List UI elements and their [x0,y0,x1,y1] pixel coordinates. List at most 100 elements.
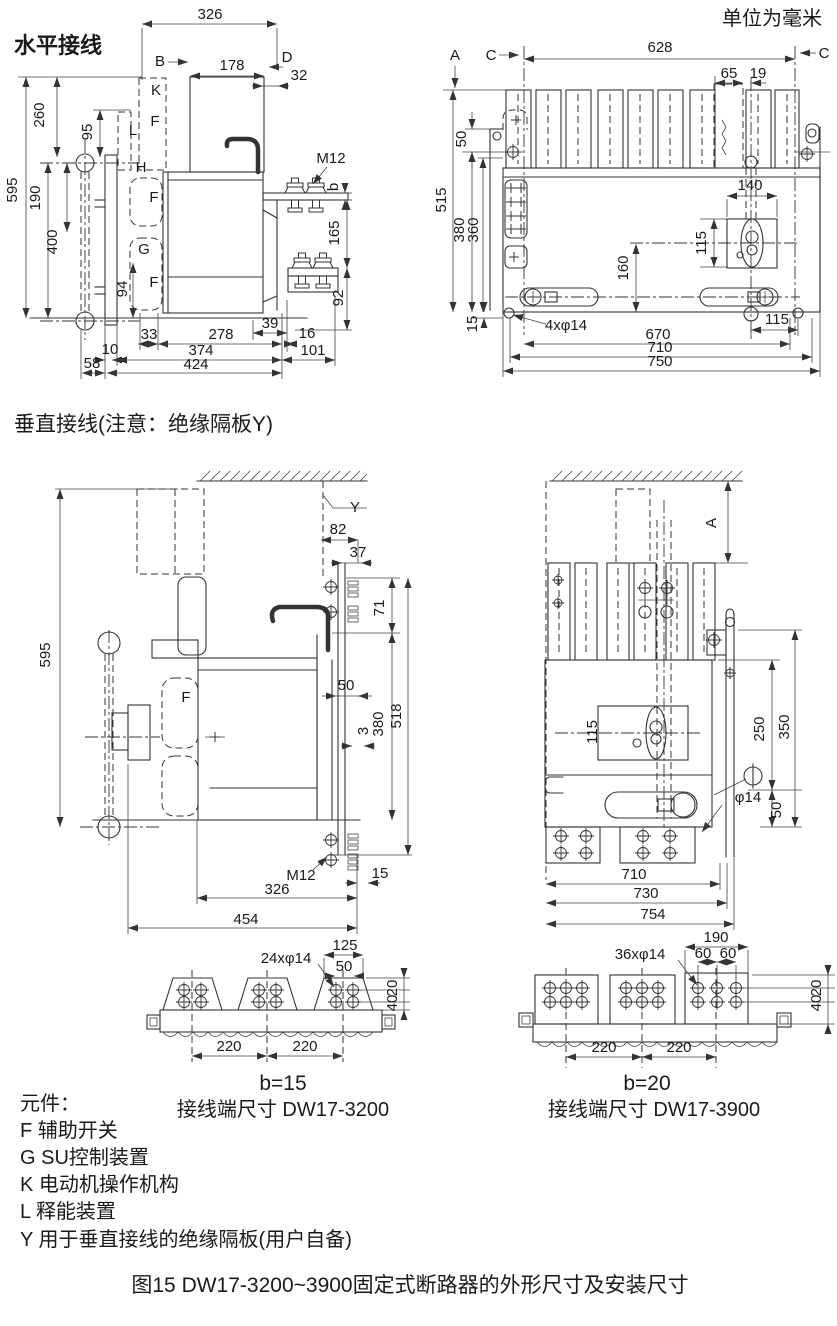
dim-71: 71 [371,600,388,617]
dim-60b: 60 [720,945,737,962]
terminal-label-3900: 接线端尺寸 DW17-3900 [548,1098,760,1121]
dim-40-t2: 40 [808,995,825,1012]
dim-400: 400 [44,229,61,254]
dim-380: 380 [451,217,468,242]
dim-165: 165 [326,220,343,245]
horizontal-front-view: A C C 628 65 19 50 515 380 360 140 115 1… [433,39,830,377]
dim-94: 94 [114,281,131,298]
label-m12-v: M12 [286,867,315,884]
dim-50-v: 50 [338,677,355,694]
dim-178: 178 [219,57,244,74]
dim-220-t2a: 220 [591,1039,616,1056]
dim-595: 595 [4,177,21,202]
label-c-left: C [486,47,497,64]
vertical-front-view: A 115 250 350 φ14 50 710 730 754 [544,470,802,930]
dim-754: 754 [640,906,665,923]
terminal-label-3200: 接线端尺寸 DW17-3200 [177,1098,389,1121]
dim-82: 82 [330,521,347,538]
label-m12: M12 [316,150,345,167]
dim-360: 360 [465,217,482,242]
terminal-b20: b=20 [623,1072,670,1095]
vertical-side-view: 595 Y 82 37 71 F 50 3 380 518 M12 15 326… [37,470,412,934]
dim-92: 92 [330,290,347,307]
label-l: L [129,122,137,139]
label-a-v: A [703,518,720,528]
dim-140: 140 [737,177,762,194]
dim-33: 33 [141,326,158,343]
dim-50-t1: 50 [336,958,353,975]
dim-278: 278 [208,326,233,343]
label-b-ref: B [155,53,165,70]
dim-32: 32 [291,67,308,84]
dim-36x14-holes: 36xφ14 [615,946,666,963]
dim-115: 115 [693,231,710,255]
dim-380-v: 380 [370,711,387,736]
dim-65: 65 [721,65,738,82]
dim-350: 350 [776,714,793,739]
dim-190: 190 [27,185,44,210]
terminal-detail-dw17-3200: 125 24xφ14 50 20 40 220 220 b=15 接线端尺寸 D… [146,937,410,1121]
dim-220-t2b: 220 [666,1039,691,1056]
view-title-horizontal: 水平接线 [14,33,102,58]
figure-caption: 图15 DW17-3200~3900固定式断路器的外形尺寸及安装尺寸 [131,1274,688,1297]
dim-4x14-holes: 4xφ14 [545,317,587,334]
dim-101: 101 [300,342,325,359]
dim-220-t1b: 220 [292,1038,317,1055]
dim-10: 10 [102,341,119,358]
dim-326: 326 [197,6,222,23]
dim-374: 374 [188,342,213,359]
dim-19: 19 [750,65,767,82]
legend-title: 元件： [20,1092,80,1115]
unit-note: 单位为毫米 [722,7,822,30]
dim-125: 125 [332,937,357,954]
label-f2: F [149,189,158,206]
label-g: G [138,241,150,258]
label-a-ref: A [450,47,460,64]
dim-50-vf: 50 [768,802,785,819]
dim-95: 95 [79,124,96,141]
dim-730: 730 [633,885,658,902]
dim-115-bottom: 115 [765,311,789,328]
label-c-right: C [819,45,830,62]
dim-250: 250 [751,716,768,741]
dim-326-v: 326 [264,881,289,898]
dim-58: 58 [84,355,101,372]
dim-454: 454 [233,911,258,928]
dim-b: b [325,183,342,191]
label-h: H [136,159,147,176]
label-f-v: F [181,689,190,706]
dim-115-v: 115 [584,720,601,744]
dim-260: 260 [31,102,48,127]
dim-37: 37 [350,544,367,561]
dim-670: 670 [645,326,670,343]
dim-20-t1: 20 [384,980,401,997]
dim-60a: 60 [695,945,712,962]
legend-item-k: K 电动机操作机构 [20,1173,179,1196]
dim-710-v: 710 [621,866,646,883]
dim-40-t1: 40 [384,995,401,1012]
dim-15: 15 [464,316,481,333]
dim-phi14: φ14 [735,789,761,806]
legend-item-g: G SU控制装置 [20,1146,149,1169]
view-title-vertical: 垂直接线(注意：绝缘隔板Y) [14,413,273,436]
dim-750: 750 [647,353,672,370]
label-f3: F [149,274,158,291]
legend-item-f: F 辅助开关 [20,1119,118,1142]
dim-595-v: 595 [37,642,54,667]
label-k: K [151,82,161,99]
label-f1: F [150,113,159,130]
dim-710: 710 [647,339,672,356]
dim-515: 515 [433,187,450,212]
dim-15-v: 15 [372,865,389,882]
dim-50: 50 [453,131,470,148]
dim-424: 424 [183,356,208,373]
dim-3: 3 [355,727,372,735]
dim-160: 160 [615,255,632,280]
dim-190: 190 [703,929,728,946]
dim-220-t1a: 220 [216,1038,241,1055]
legend-item-l: L 释能装置 [20,1200,116,1223]
dim-39: 39 [262,315,279,332]
dim-628: 628 [647,39,672,56]
